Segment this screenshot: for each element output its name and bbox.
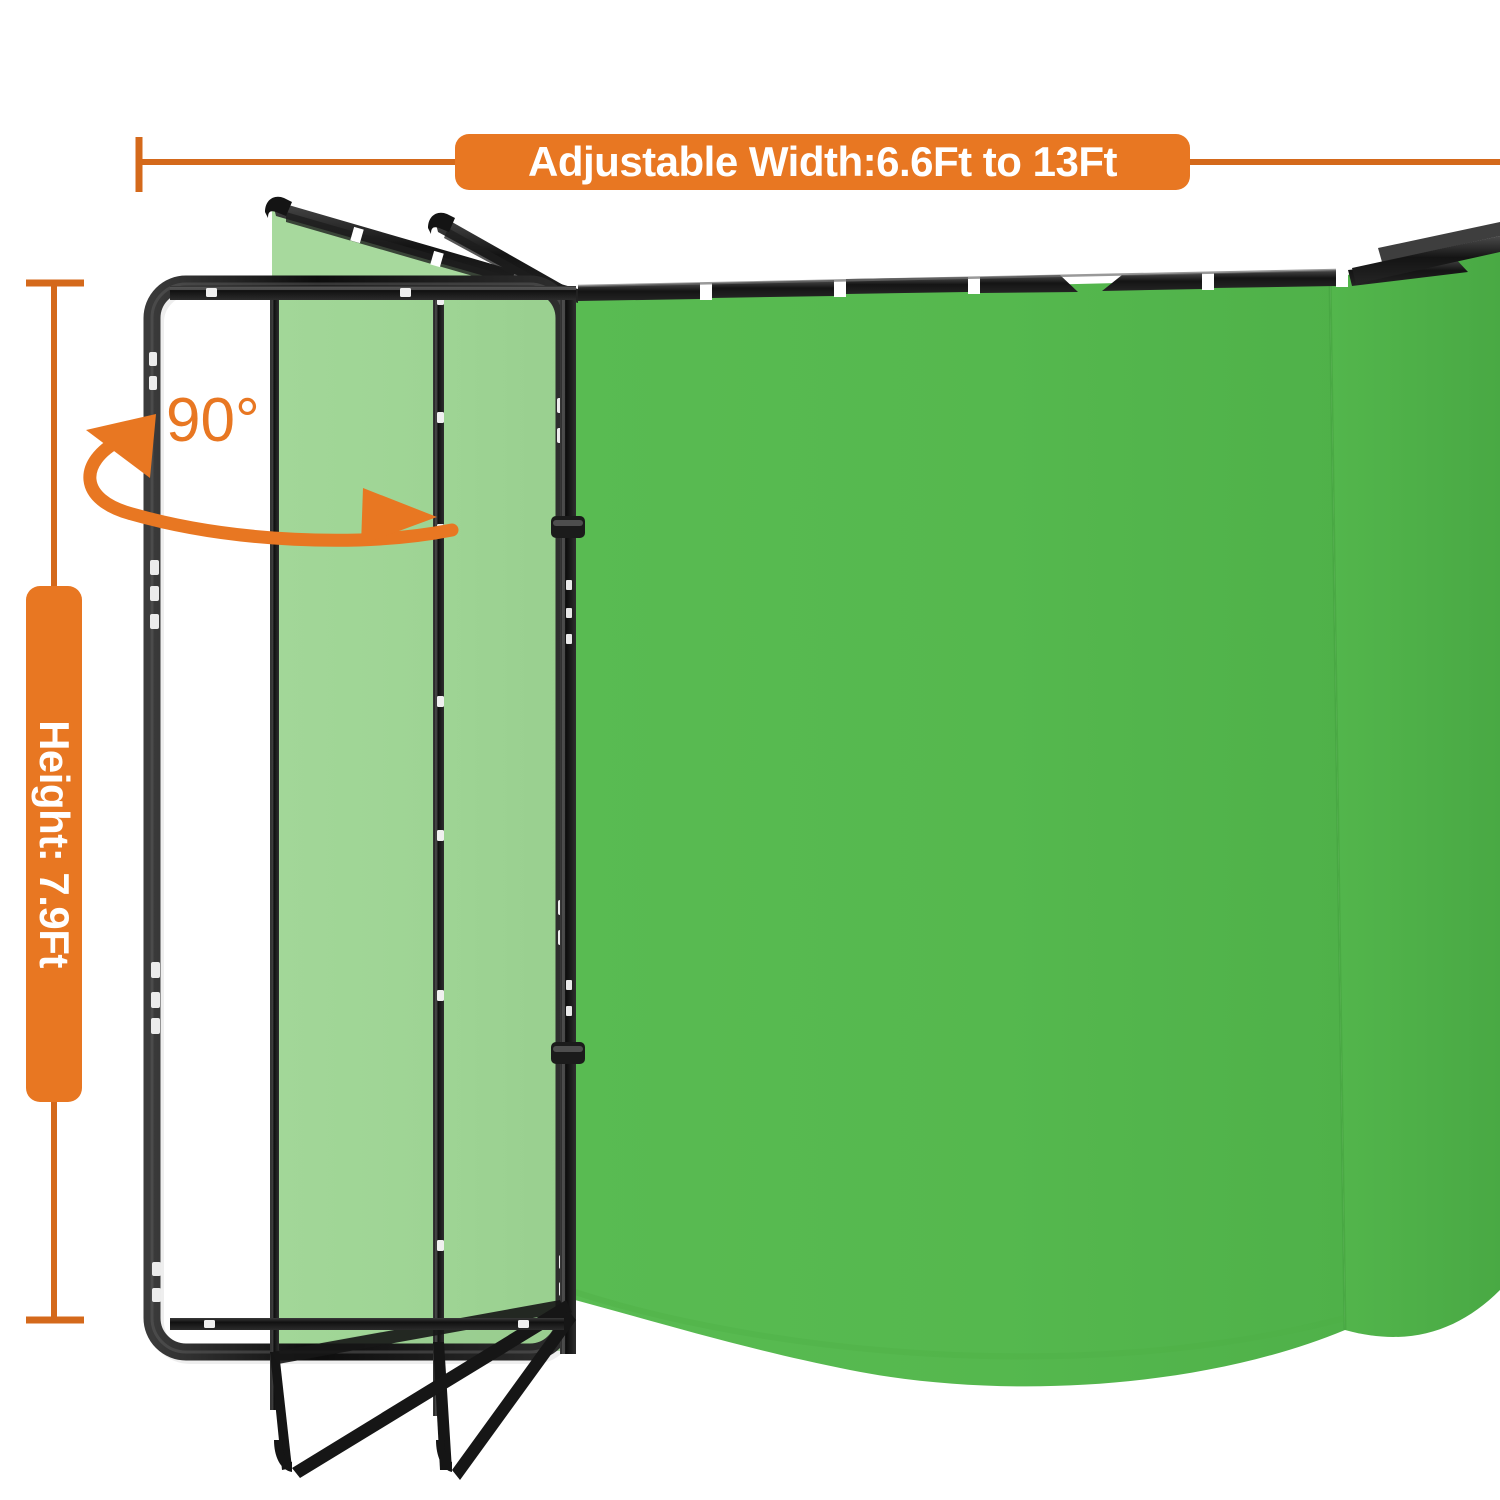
- height-dimension-label: Height: 7.9Ft: [26, 586, 82, 1102]
- rotation-arrow-icon: [83, 414, 459, 547]
- height-dimension-text: Height: 7.9Ft: [31, 720, 78, 968]
- width-dimension-text: Adjustable Width:6.6Ft to 13Ft: [528, 138, 1117, 185]
- height-dimension-line: [26, 279, 84, 1324]
- left-panel-edge-bar: [270, 300, 292, 1472]
- frame-left-rail-clips: [149, 352, 161, 1302]
- right-folded-panel: [1330, 248, 1500, 1337]
- left-rotated-panel: [272, 208, 560, 1470]
- frame-bottom-legs: [170, 1300, 576, 1480]
- fold-vertical-rail: [551, 292, 585, 1354]
- width-dimension-label: Adjustable Width:6.6Ft to 13Ft: [455, 134, 1190, 190]
- right-upper-rail: [1352, 222, 1500, 284]
- left-panel-middle-bar: [433, 294, 452, 1472]
- main-green-panel: [574, 248, 1500, 1387]
- width-dimension-line: [135, 137, 1500, 192]
- rotation-angle-label: 90°: [166, 386, 260, 455]
- fold-rail-clamps: [551, 516, 585, 1064]
- frame-top-crossbar: [170, 286, 576, 300]
